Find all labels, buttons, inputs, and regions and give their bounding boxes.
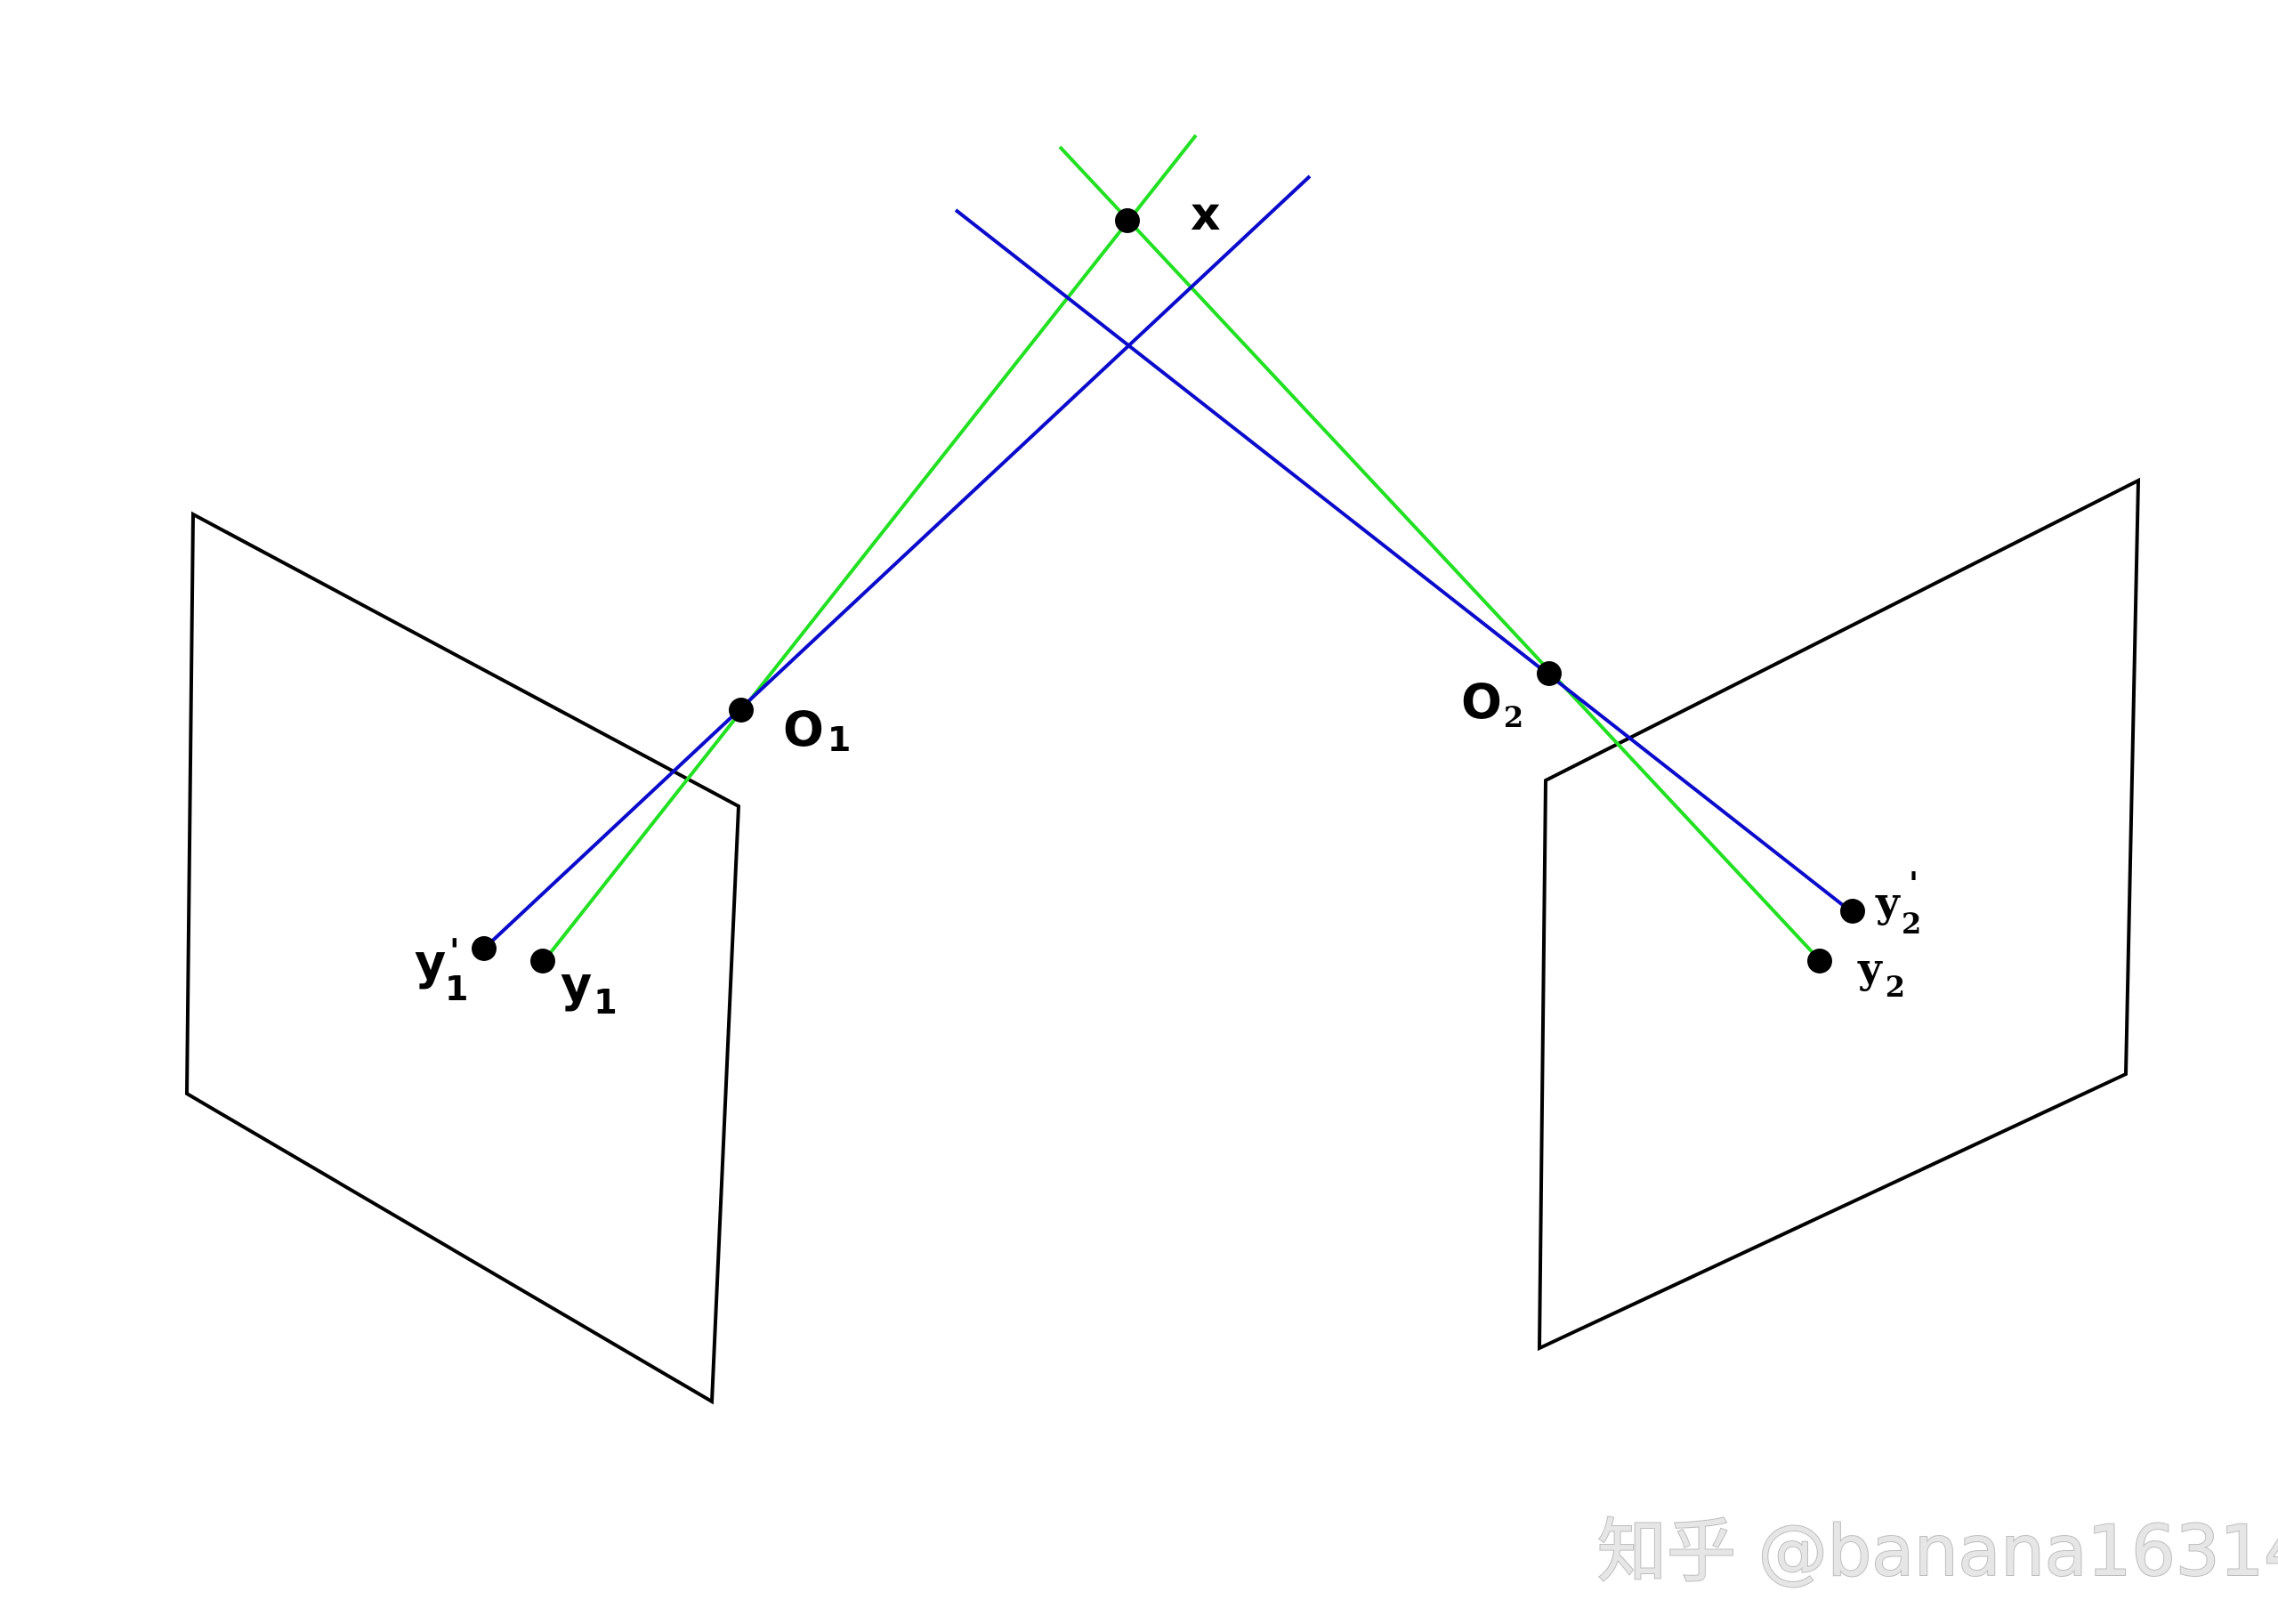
label-y1-base: y — [561, 957, 592, 1013]
label-x: x — [1191, 188, 1221, 241]
label-o2-base: O — [1461, 674, 1502, 730]
label-y2-prime-sub: 2 — [1902, 907, 1921, 941]
point-o2 — [1537, 661, 1562, 686]
watermark-text: 知乎 @banana16314 — [1597, 1512, 2278, 1592]
label-y1-prime-base: y — [415, 934, 446, 990]
label-y1-prime: y — [415, 934, 446, 990]
point-y2-prime — [1840, 899, 1865, 924]
label-y2-base: y — [1857, 944, 1883, 992]
point-y1-prime — [472, 936, 497, 961]
label-y1-prime-sub: 1 — [445, 969, 468, 1008]
point-y2 — [1807, 949, 1832, 974]
point-x — [1115, 208, 1140, 233]
label-y1-prime-mark: ' — [449, 932, 460, 971]
label-y1-sub: 1 — [594, 982, 617, 1022]
label-o1-base: O — [783, 701, 824, 757]
label-y2-prime: y — [1875, 878, 1901, 926]
point-y1 — [530, 949, 555, 974]
green-ray-left — [543, 133, 1198, 962]
label-o1-sub: 1 — [828, 720, 851, 759]
left-image-plane — [184, 511, 741, 1405]
right-image-plane — [1537, 477, 2141, 1352]
label-y2-sub: 2 — [1886, 970, 1905, 1004]
point-o1 — [729, 698, 754, 723]
label-y1: y1 — [561, 957, 618, 1022]
label-o2-sub: 2 — [1504, 700, 1523, 734]
label-y2-prime-base: y — [1875, 878, 1901, 926]
label-y2-prime-mark: ' — [1909, 866, 1919, 903]
blue-ray-right — [954, 208, 1854, 914]
label-o2: O2 — [1461, 674, 1523, 734]
green-ray-right — [1058, 145, 1822, 962]
blue-ray-left — [483, 174, 1312, 949]
